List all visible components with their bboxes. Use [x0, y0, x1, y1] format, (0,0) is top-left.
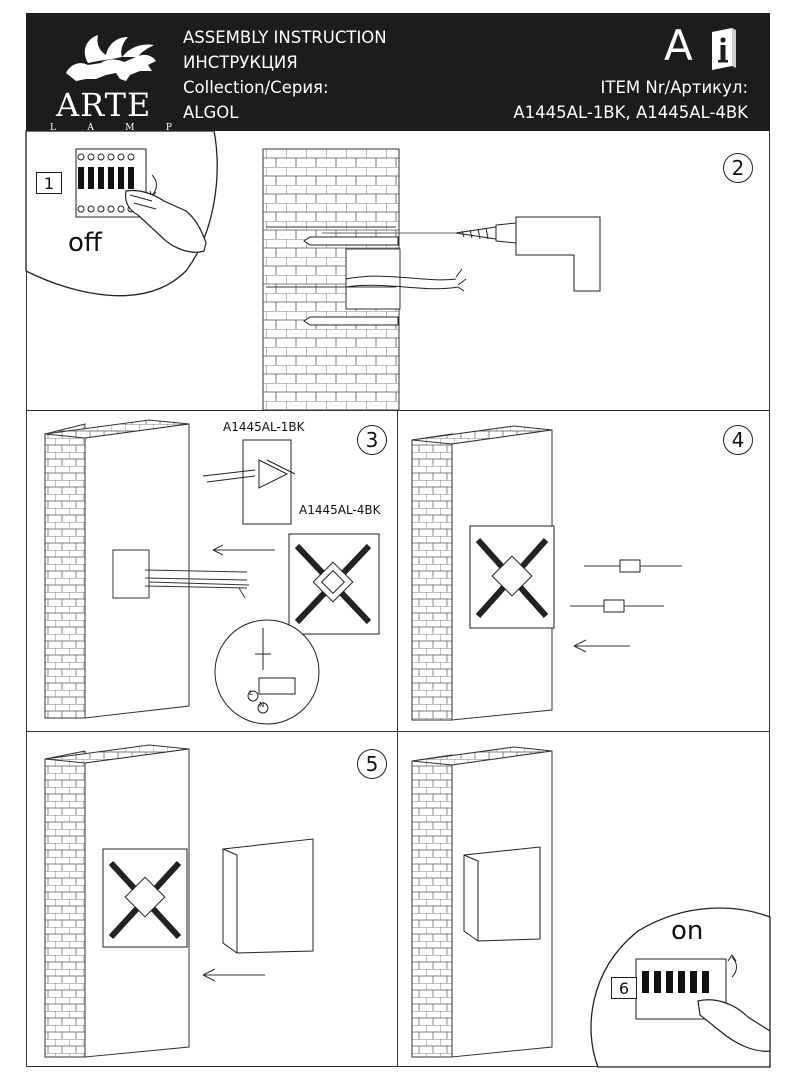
step-2-number: 2 — [723, 153, 753, 183]
header-bar: ARTE L A M P ASSEMBLY INSTRUCTION ИНСТРУ… — [26, 13, 770, 133]
item-value: A1445AL-1BK, A1445AL-4BK — [513, 103, 748, 122]
item-label: ITEM Nr/Артикул: — [600, 78, 748, 97]
panel-1-2-illustration — [25, 130, 601, 411]
panel-5-illustration — [44, 744, 314, 1058]
step-4-number: 4 — [723, 425, 753, 455]
header-title-block: ASSEMBLY INSTRUCTION ИНСТРУКЦИЯ Collecti… — [183, 25, 387, 125]
model-4bk-fixture-icon — [288, 533, 380, 635]
brand-sub-letter: A — [87, 123, 94, 133]
collection-value: ALGOL — [183, 103, 239, 122]
terminal-n-label: N — [259, 701, 265, 709]
brand-sub-letter: P — [165, 123, 172, 133]
mounted-fixture-icon — [102, 848, 188, 948]
instruction-frame — [26, 131, 770, 1067]
brand-word: ARTE — [56, 86, 152, 124]
title-english: ASSEMBLY INSTRUCTION — [183, 28, 387, 47]
brand-subtitle: L A M P — [50, 123, 172, 133]
divider-row-2 — [26, 731, 770, 732]
step-3-model-a-label: A1445AL-1BK — [223, 420, 305, 434]
brand-logo: ARTE L A M P — [26, 13, 186, 133]
step-3-model-b-label: A1445AL-4BK — [299, 503, 381, 517]
title-russian: ИНСТРУКЦИЯ — [183, 53, 298, 72]
step-6-label: on — [671, 916, 704, 946]
brand-sub-letter: M — [125, 123, 135, 133]
step-6-box-number: 6 — [611, 977, 637, 999]
mounted-fixture-icon — [469, 525, 555, 629]
griffin-logo-icon — [66, 35, 156, 81]
panel-3-illustration — [44, 419, 380, 725]
step-1-box-number: 1 — [36, 172, 62, 194]
breaker-block-icon — [75, 148, 157, 218]
step-3-number: 3 — [357, 425, 387, 455]
step-5-number: 5 — [357, 749, 387, 779]
step-1-label: off — [68, 228, 102, 258]
divider-row-1 — [26, 410, 770, 411]
panel-4-illustration — [411, 425, 682, 721]
collection-label: Collection/Серия: — [183, 78, 329, 97]
divider-col — [397, 410, 398, 1067]
header-item-block: ITEM Nr/Артикул: A1445AL-1BK, A1445AL-4B… — [513, 75, 748, 125]
terminal-l-label: L — [249, 689, 253, 697]
info-book-icon — [712, 28, 736, 70]
brand-sub-letter: L — [50, 123, 56, 133]
panel-6-illustration — [411, 746, 771, 1068]
language-letter: A — [664, 21, 693, 70]
model-1bk-fixture-icon — [202, 439, 296, 525]
